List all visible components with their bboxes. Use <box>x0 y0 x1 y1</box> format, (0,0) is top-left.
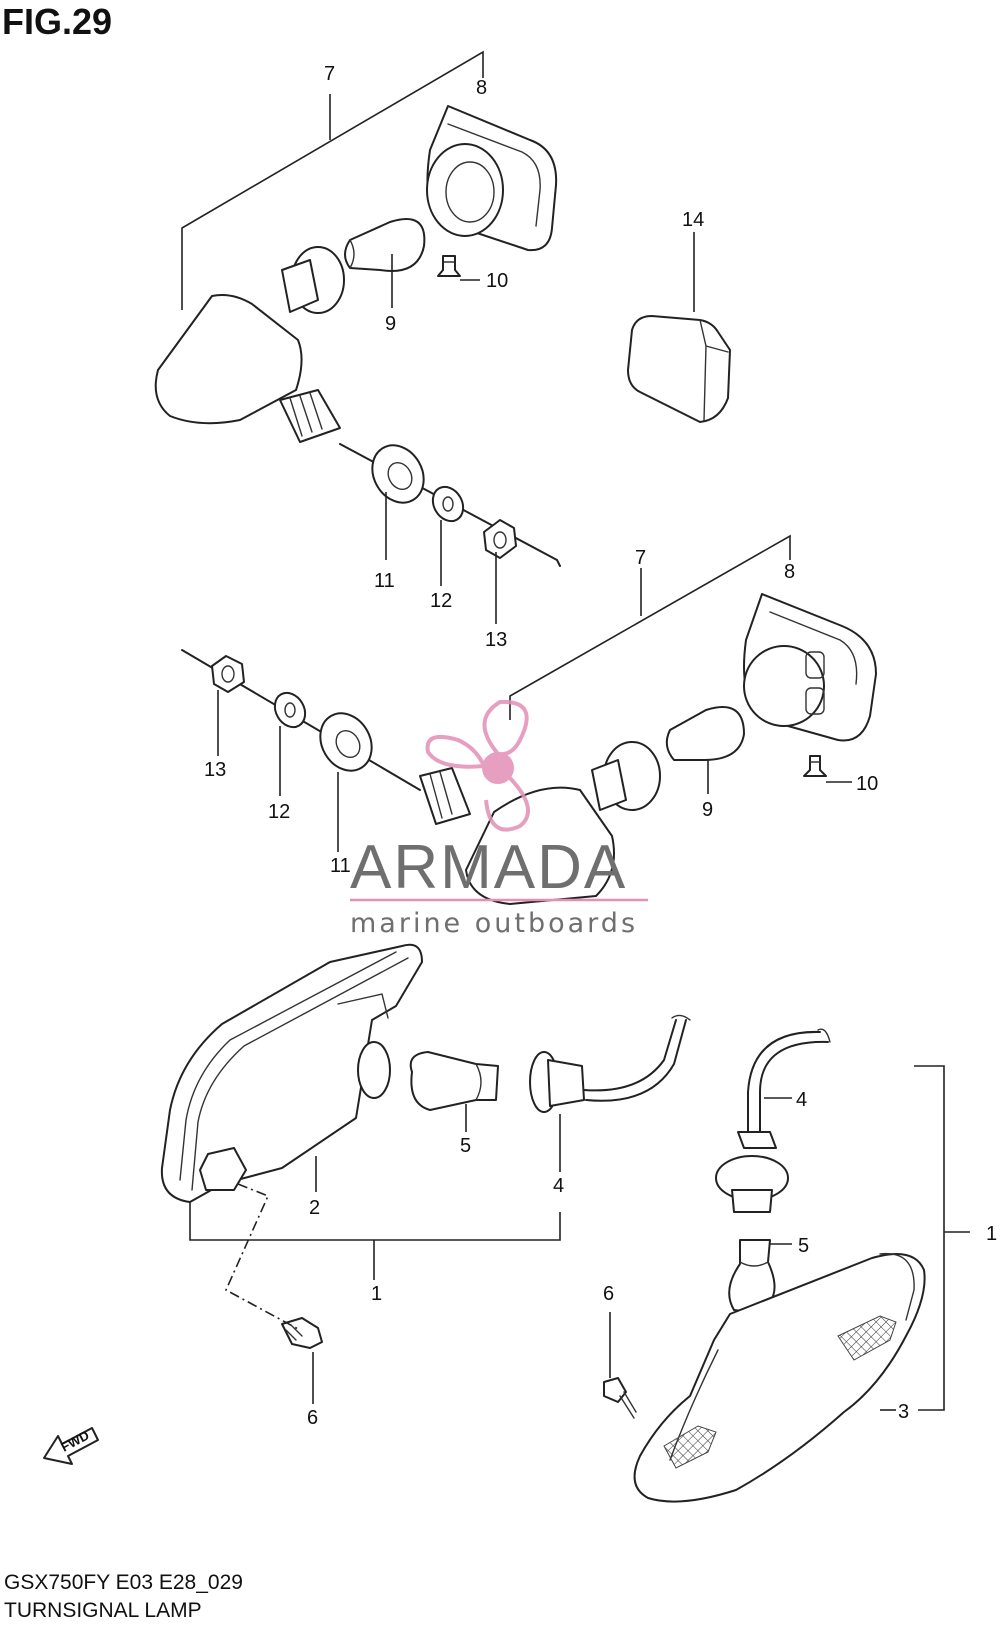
bulb-9-middle <box>665 706 745 761</box>
nut-13-upper <box>483 519 517 559</box>
housing-middle <box>419 767 615 905</box>
socket-upper <box>281 246 345 314</box>
callout-2: 2 <box>309 1197 320 1219</box>
callout-12-upper: 12 <box>430 590 452 612</box>
callout-3: 3 <box>898 1401 909 1423</box>
callout-5-right: 5 <box>798 1235 809 1257</box>
callout-7-middle: 7 <box>635 547 646 569</box>
callout-4-right: 4 <box>796 1089 807 1111</box>
callout-13-upper: 13 <box>485 629 507 651</box>
pad-14 <box>627 315 731 423</box>
lower-right-lamp-assembly <box>603 1028 970 1503</box>
washer-12-middle <box>273 691 307 729</box>
callout-11-middle: 11 <box>330 855 351 877</box>
bulb-9-upper <box>344 218 426 272</box>
callout-labels: 7 8 9 10 11 12 13 14 7 8 9 10 11 12 13 1… <box>204 63 997 1429</box>
bracket-7-middle <box>509 534 791 720</box>
middle-turnsignal-assembly <box>181 534 877 905</box>
callout-11-upper: 11 <box>374 570 395 592</box>
lens-8-upper <box>426 105 558 252</box>
bracket-1-right <box>914 1065 945 1411</box>
watermark-brand: ARMADA <box>350 833 627 902</box>
lens-3 <box>633 1252 926 1503</box>
callout-10-middle: 10 <box>856 773 878 795</box>
housing-upper <box>154 294 341 443</box>
grommet-11-middle <box>319 712 373 772</box>
callout-8-upper: 8 <box>476 77 487 99</box>
screw-10-middle <box>803 755 827 777</box>
bracket-1-left <box>189 1202 561 1241</box>
fitting-line <box>224 1183 301 1331</box>
callout-1-right: 1 <box>986 1223 997 1245</box>
callout-6-left: 6 <box>307 1407 318 1429</box>
callout-14: 14 <box>682 209 704 231</box>
callout-1-left: 1 <box>371 1283 382 1305</box>
callout-9-upper: 9 <box>385 313 396 335</box>
lens-8-middle <box>743 593 877 742</box>
washer-12-upper <box>431 485 465 523</box>
callout-7-upper: 7 <box>324 63 335 85</box>
figure-title: FIG.29 <box>2 1 113 42</box>
upper-turnsignal-assembly <box>154 50 731 624</box>
socket-middle <box>591 741 661 811</box>
callout-4-left: 4 <box>553 1175 564 1197</box>
armada-watermark: ARMADA marine outboards <box>350 699 648 939</box>
lower-left-lamp-assembly <box>160 943 691 1404</box>
propeller-logo-icon <box>425 699 530 832</box>
callout-12-middle: 12 <box>268 801 290 823</box>
callout-6-right: 6 <box>603 1283 614 1305</box>
model-code: GSX750FY E03 E28_029 <box>4 1571 243 1594</box>
socket-4-right <box>715 1028 831 1213</box>
forward-arrow-icon: FWD <box>43 1427 99 1465</box>
lens-2 <box>160 943 423 1203</box>
callout-8-middle: 8 <box>784 561 795 583</box>
grommet-11-upper <box>371 444 425 504</box>
nut-13-middle <box>211 655 245 693</box>
callout-13-middle: 13 <box>204 759 226 781</box>
socket-4-left <box>529 1014 691 1113</box>
callout-10-upper: 10 <box>486 270 508 292</box>
screw-6-left <box>281 1317 323 1349</box>
watermark-tagline: marine outboards <box>350 908 638 939</box>
bracket-7-upper <box>181 50 484 310</box>
bulb-5-left <box>409 1051 499 1111</box>
screw-10-upper <box>437 255 461 277</box>
screw-6-right <box>603 1377 637 1419</box>
callout-5-left: 5 <box>460 1135 471 1157</box>
section-name: TURNSIGNAL LAMP <box>4 1599 202 1622</box>
callout-9-middle: 9 <box>702 799 713 821</box>
